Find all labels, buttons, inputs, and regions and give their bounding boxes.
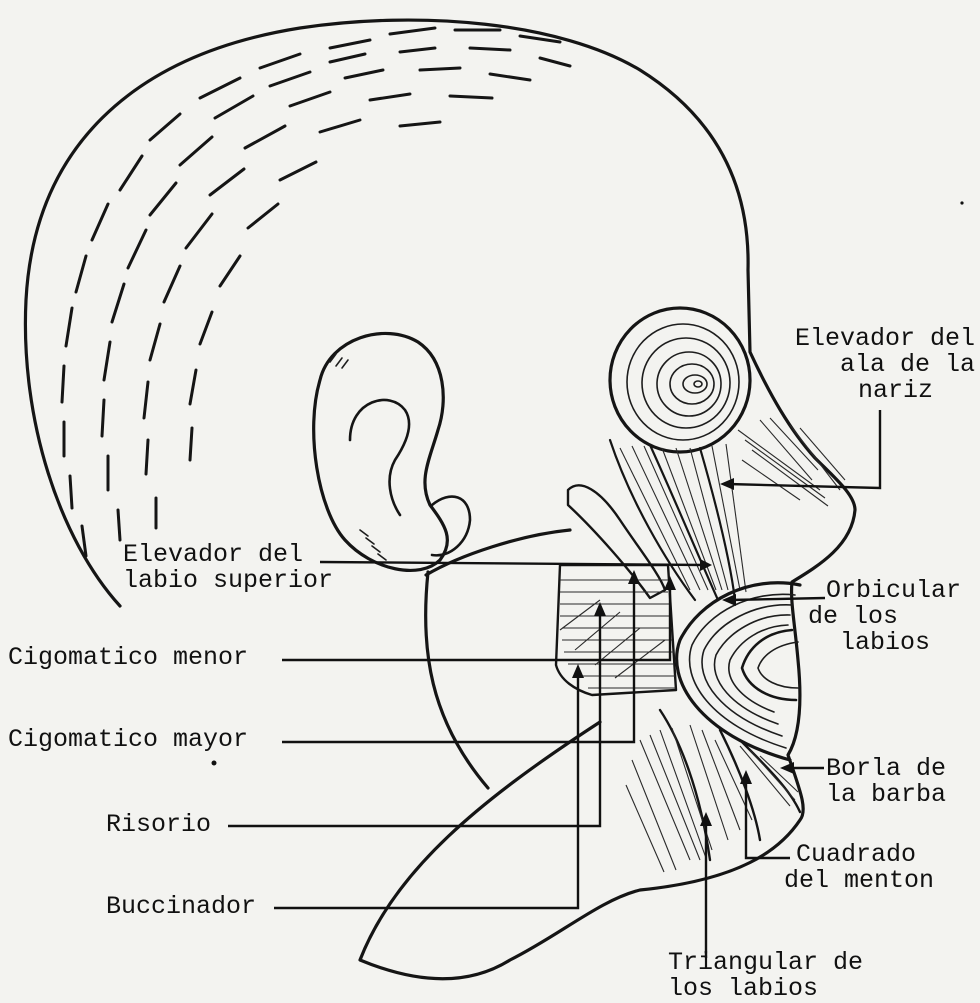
label-elevador-labio-superior: Elevador del labio superior <box>123 542 333 594</box>
neck-back-outline <box>426 572 488 788</box>
orbicular-mouth-rings <box>677 583 800 760</box>
label-borla-barba: Borla de la barba <box>826 756 946 808</box>
stray-dot <box>960 201 963 204</box>
leader-elevador-ala <box>728 410 880 488</box>
orbicular-eye-rings <box>610 308 750 452</box>
label-cigomatico-mayor: Cigomatico mayor <box>8 727 248 753</box>
leader-lines <box>228 410 880 958</box>
ear-outer <box>314 333 448 570</box>
leader-risorio <box>228 610 600 826</box>
leader-buccinador <box>274 672 578 908</box>
label-triangular-labios: Triangular de los labios <box>668 950 863 1002</box>
ear-inner <box>350 400 409 515</box>
ear-lobe-shape <box>432 497 470 556</box>
stray-dot <box>212 761 217 766</box>
label-cuadrado-menton: Cuadrado del menton <box>784 842 934 894</box>
label-cigomatico-menor: Cigomatico menor <box>8 645 248 671</box>
nasal-muscle-fibers <box>738 418 845 506</box>
zygomatic-minor-shape <box>568 485 665 598</box>
label-buccinador: Buccinador <box>106 894 256 920</box>
label-elevador-ala-nariz: Elevador del ala de la nariz <box>745 326 975 404</box>
label-orbicular-labios: Orbicular de los labios <box>808 578 961 656</box>
hair-strokes <box>62 28 570 556</box>
levator-bundle <box>610 440 735 600</box>
label-risorio: Risorio <box>106 812 211 838</box>
leader-cigomatico-menor <box>282 584 670 660</box>
